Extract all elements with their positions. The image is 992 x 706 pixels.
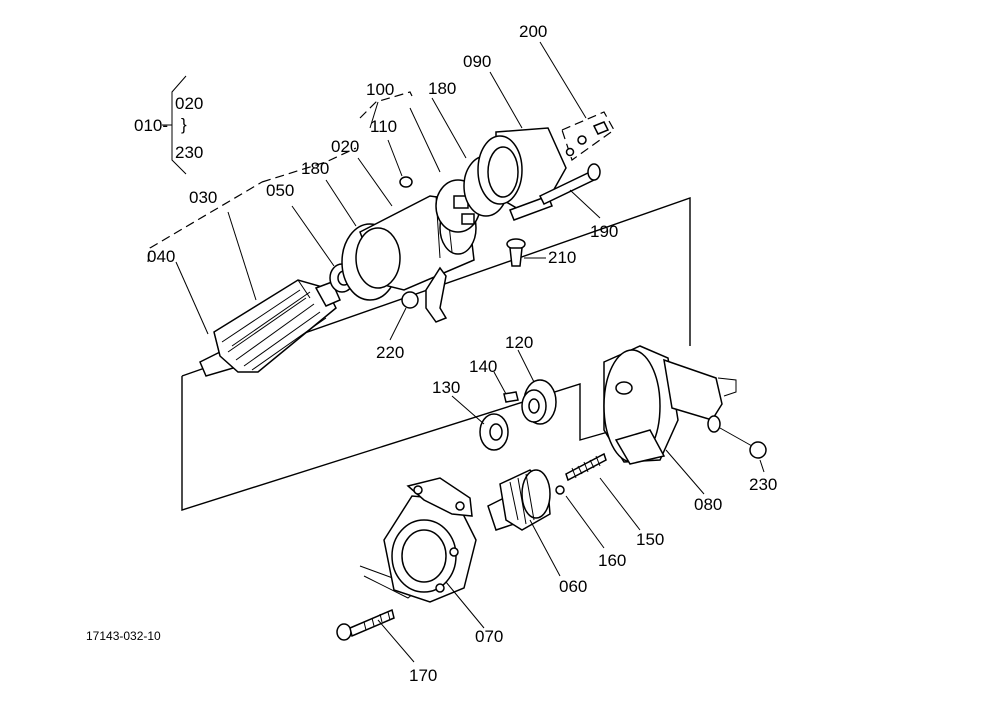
label-060: 060 — [559, 577, 587, 596]
end-cover — [477, 127, 567, 221]
leader-050 — [291, 205, 335, 267]
solenoid-housing — [603, 345, 737, 465]
reference-number: 17143-032-10 — [86, 629, 161, 643]
group-line-030 — [147, 147, 357, 263]
leader-190 — [569, 189, 601, 219]
label-140: 140 — [469, 357, 497, 376]
label-tilde: } — [181, 115, 187, 134]
leader-230 — [759, 459, 765, 473]
assembly-frame — [181, 197, 691, 511]
leader-180a — [325, 179, 357, 227]
leader-180b — [431, 97, 467, 159]
leader-120 — [517, 349, 535, 383]
label-130: 130 — [432, 378, 460, 397]
label-050: 050 — [266, 181, 294, 200]
label-030: 030 — [189, 188, 217, 207]
label-100: 100 — [366, 80, 394, 99]
armature — [199, 279, 341, 377]
label-230-a: 230 — [175, 143, 203, 162]
nut-220 — [401, 266, 448, 323]
label-010: 010- — [134, 116, 168, 135]
spring-150 — [565, 452, 607, 482]
leader-100a — [369, 101, 379, 129]
nut-230 — [719, 427, 767, 459]
leader-170 — [377, 619, 415, 663]
leader-100b — [409, 107, 441, 173]
group-bracket-010 — [162, 75, 187, 175]
label-160: 160 — [598, 551, 626, 570]
label-220: 220 — [376, 343, 404, 362]
front-housing — [383, 477, 477, 603]
ball-160 — [555, 485, 565, 495]
drive-clutch — [487, 469, 551, 531]
terminal-parts-200 — [565, 121, 610, 157]
label-180-a: 180 — [301, 159, 329, 178]
leader-150 — [599, 477, 641, 531]
nut-110 — [399, 176, 413, 188]
gear-130 — [479, 413, 509, 451]
leader-130 — [451, 395, 485, 425]
leader-040 — [175, 261, 209, 335]
label-170: 170 — [409, 666, 437, 685]
leader-200 — [539, 41, 587, 119]
leader-110 — [387, 139, 403, 177]
gear-120 — [521, 379, 557, 425]
leader-030 — [227, 211, 257, 301]
leader-080 — [665, 449, 705, 495]
leader-060 — [529, 519, 561, 577]
label-020-b: 020 — [331, 137, 359, 156]
screw-210 — [506, 238, 526, 267]
bolt-170 — [336, 608, 395, 641]
leader-220 — [389, 307, 407, 341]
label-020-a: 020 — [175, 94, 203, 113]
leader-070 — [445, 581, 485, 629]
pin-140 — [503, 391, 519, 403]
label-090: 090 — [463, 52, 491, 71]
leader-090 — [489, 71, 523, 129]
leader-160 — [565, 495, 605, 549]
label-110: 110 — [370, 117, 397, 136]
label-180-b: 180 — [428, 79, 456, 98]
label-210: 210 — [548, 248, 576, 267]
label-190: 190 — [590, 222, 618, 241]
label-080: 080 — [694, 495, 722, 514]
group-line-100 — [359, 91, 413, 119]
leader-020b — [357, 157, 393, 207]
label-040: 040 — [147, 247, 175, 266]
label-200: 200 — [519, 22, 547, 41]
label-150: 150 — [636, 530, 664, 549]
through-bolt-190 — [538, 163, 601, 205]
label-070: 070 — [475, 627, 503, 646]
label-230-b: 230 — [749, 475, 777, 494]
leader-140 — [493, 371, 507, 395]
label-120: 120 — [505, 333, 533, 352]
